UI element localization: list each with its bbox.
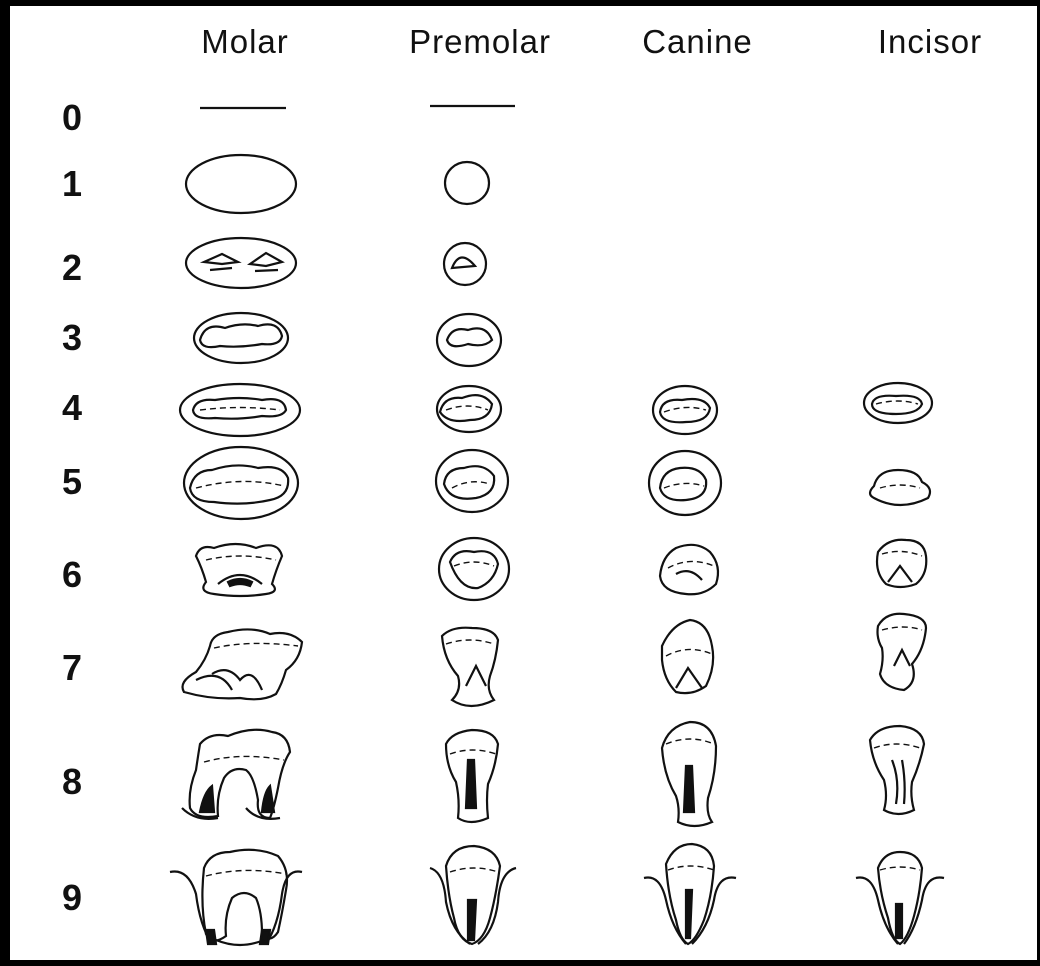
molar-stage-7-drawing (183, 629, 303, 699)
incisor-stage-5-drawing (870, 470, 930, 505)
premolar-stage-5-drawing (436, 450, 508, 512)
premolar-stage-9-drawing (430, 846, 516, 944)
incisor-stage-6-drawing (877, 540, 926, 587)
molar-stage-2-drawing (186, 238, 296, 288)
canine-stage-5-drawing (649, 451, 721, 515)
premolar-stage-8-drawing (446, 730, 498, 822)
premolar-stage-4-drawing (437, 386, 501, 432)
premolar-stage-7-drawing (442, 628, 498, 706)
incisor-stage-9-drawing (856, 852, 944, 944)
incisor-stage-8-drawing (870, 726, 924, 814)
molar-stage-9-drawing (170, 850, 302, 945)
premolar-stage-1-drawing (445, 162, 489, 204)
canine-stage-6-drawing (660, 545, 718, 594)
molar-stage-4-drawing (180, 384, 300, 436)
molar-stage-5-drawing (184, 447, 298, 519)
molar-stage-8-drawing (182, 730, 290, 819)
canine-stage-8-drawing (662, 722, 716, 826)
premolar-stage-2-drawing (444, 243, 486, 285)
canine-stage-9-drawing (644, 844, 736, 944)
canine-stage-7-drawing (662, 620, 713, 693)
molar-stage-3-drawing (194, 313, 288, 363)
incisor-stage-7-drawing (878, 614, 927, 690)
premolar-stage-6-drawing (439, 538, 509, 600)
incisor-stage-4-drawing (864, 383, 932, 423)
premolar-stage-3-drawing (437, 314, 501, 366)
molar-stage-1-drawing (186, 155, 296, 213)
canine-stage-4-drawing (653, 386, 717, 434)
molar-stage-6-drawing (196, 544, 282, 596)
